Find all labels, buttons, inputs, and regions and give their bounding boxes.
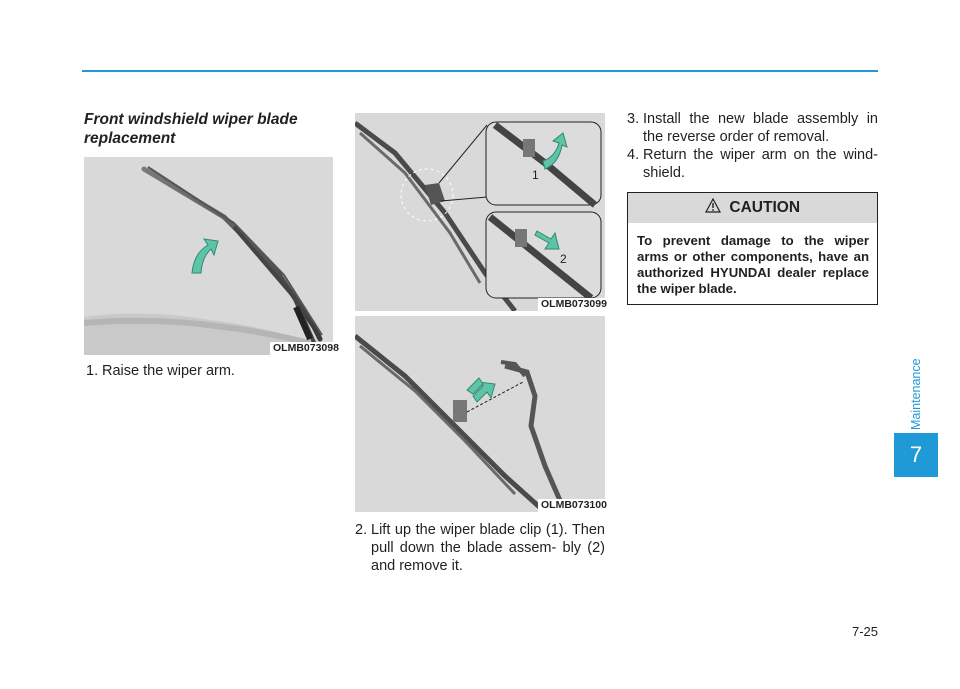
step-number: 1.	[86, 363, 99, 379]
figure-raise-wiper-arm	[84, 157, 333, 355]
chapter-tab: 7	[894, 433, 938, 477]
step-text: Raise the wiper arm.	[102, 363, 235, 379]
figure-pull-blade-assembly	[355, 316, 605, 512]
step-4: 4. Return the wiper arm on the wind- shi…	[627, 146, 878, 182]
callout-2: 2	[560, 252, 567, 266]
wiper-clip-illustration: 1 2	[355, 121, 602, 311]
step-number: 4.	[627, 147, 640, 163]
warning-triangle-icon	[704, 197, 721, 218]
chapter-label: Maintenance	[909, 358, 923, 430]
figure-lift-blade-clip: 1 2	[355, 113, 605, 311]
step-number: 2.	[355, 522, 368, 538]
step-text: Lift up the wiper blade clip (1). Then p…	[371, 522, 605, 574]
figure-code: OLMB073099	[538, 298, 607, 311]
header-rule	[82, 70, 878, 72]
figure-code: OLMB073098	[270, 342, 339, 355]
caution-text: To prevent damage to the wiper arms or o…	[637, 233, 869, 296]
step-1: 1. Raise the wiper arm.	[86, 362, 336, 380]
step-text: Install the new blade assembly in the re…	[643, 111, 878, 145]
callout-1: 1	[532, 168, 539, 182]
step-2: 2. Lift up the wiper blade clip (1). The…	[355, 521, 605, 575]
figure-code: OLMB073100	[538, 499, 607, 512]
blade-removal-illustration	[355, 334, 568, 512]
page-number: 7-25	[851, 624, 878, 639]
wiper-arm-raised-illustration	[84, 166, 333, 355]
step-text: Return the wiper arm on the wind- shield…	[643, 147, 878, 181]
caution-header: CAUTION	[628, 193, 877, 223]
step-3: 3. Install the new blade assembly in the…	[627, 110, 878, 146]
caution-box: CAUTION To prevent damage to the wiper a…	[627, 192, 878, 305]
section-title: Front windshield wiper blade replacement	[84, 111, 298, 147]
caution-heading: CAUTION	[729, 199, 801, 216]
step-number: 3.	[627, 111, 640, 127]
